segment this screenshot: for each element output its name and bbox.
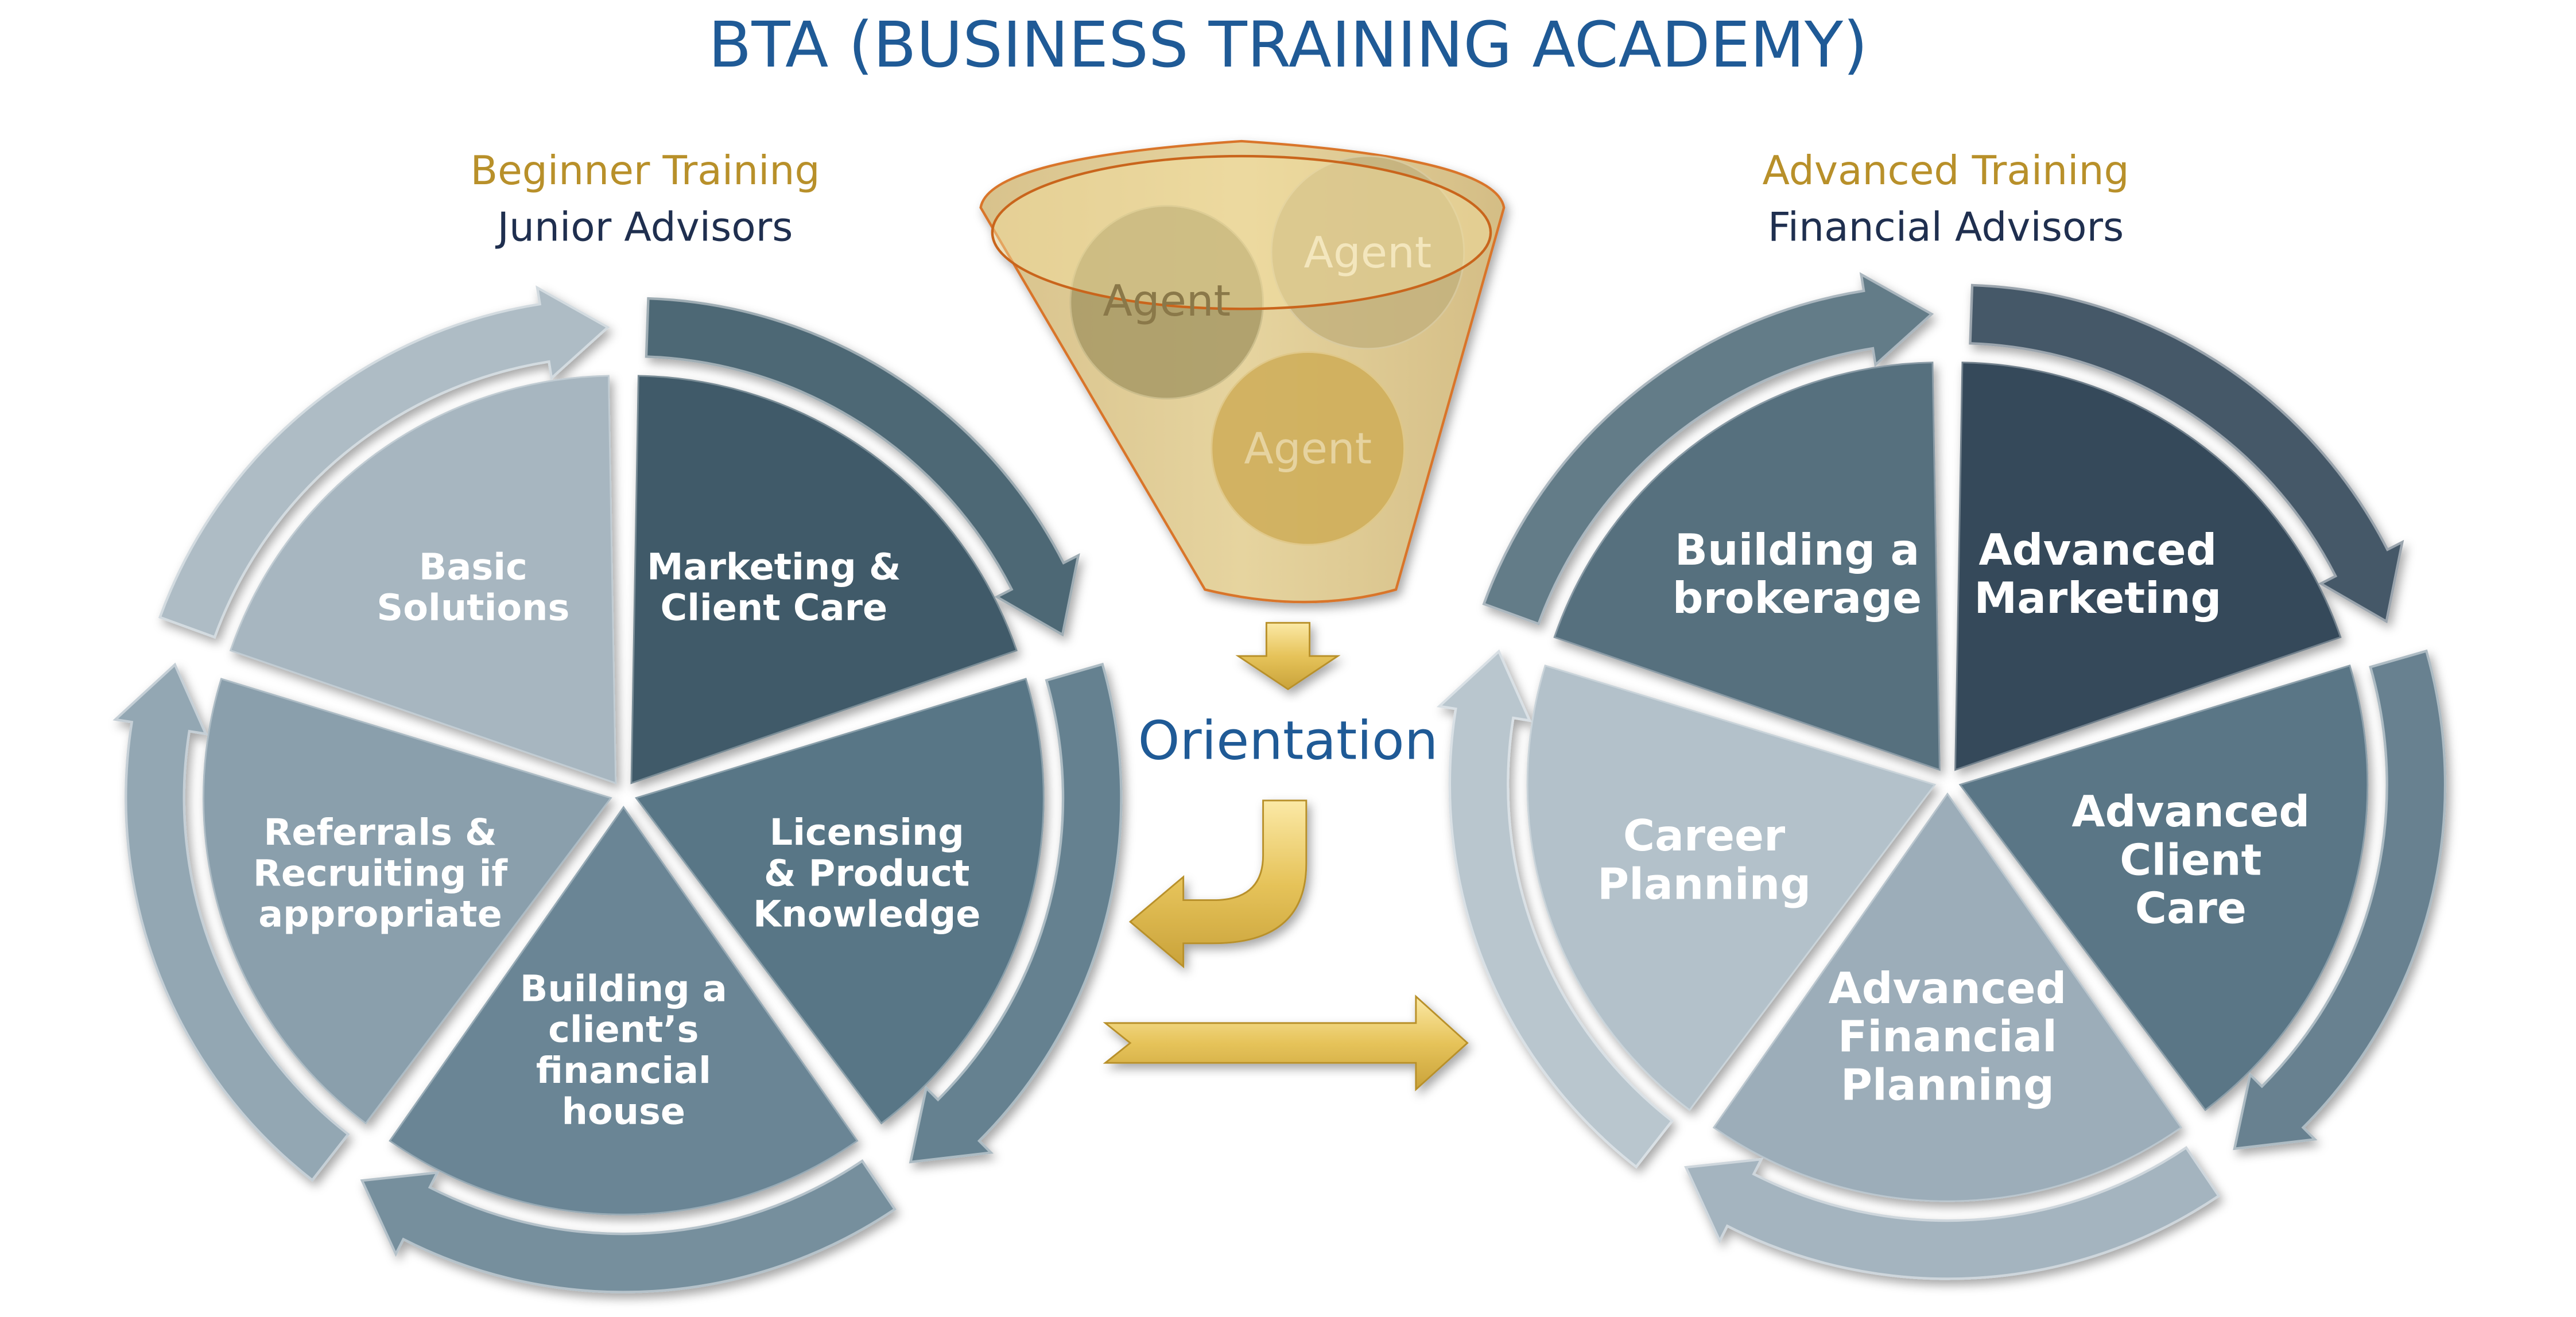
segment-arrow-icon	[1684, 1145, 2221, 1280]
segment-arrow-icon	[1969, 283, 2404, 624]
curved-arrow-to-beginner-icon	[1128, 799, 1308, 969]
segment-label-line: Solutions	[377, 587, 569, 630]
segment-arrow-icon	[2233, 649, 2447, 1151]
segment-wedge	[634, 678, 1045, 1125]
segment-label-line: Marketing &	[647, 546, 901, 588]
segment-wedge	[1954, 362, 2342, 771]
segment-label-line: Basic	[419, 546, 527, 588]
segment-label-line: Financial	[1838, 1011, 2057, 1062]
segment-arrow-icon	[1436, 649, 1674, 1169]
segment-wedge	[1712, 792, 2183, 1202]
segment-label-line: client’s	[548, 1009, 699, 1051]
right-subheading: Financial Advisors	[1768, 205, 2124, 251]
agent-label-1: Agent	[1103, 275, 1231, 326]
segment-label-line: Advanced	[1978, 525, 2217, 575]
agent-circle-3	[1211, 351, 1406, 546]
down-arrow-icon	[1235, 621, 1341, 690]
segment-wedge	[630, 375, 1018, 784]
segment-label-line: Client Care	[660, 587, 887, 630]
agent-label-3: Agent	[1244, 423, 1372, 473]
segment-label-line: Referrals &	[263, 811, 496, 854]
segment-wedge	[229, 375, 617, 784]
segment-label-line: financial	[536, 1050, 711, 1092]
segment-wedge	[1553, 362, 1941, 771]
segment-label-line: brokerage	[1673, 573, 1922, 623]
segment-wedge	[203, 678, 612, 1125]
segment-label-line: & Product	[764, 852, 970, 895]
segment-arrow-icon	[158, 285, 610, 639]
segment-label-line: Licensing	[770, 811, 964, 854]
segment-label-line: Building a	[520, 968, 727, 1010]
segment-label-line: Advanced	[2071, 786, 2310, 837]
segment-label-line: Planning	[1597, 858, 1811, 909]
page-title: BTA (BUSINESS TRAINING ACADEMY)	[708, 8, 1868, 81]
segment-arrow-icon	[909, 662, 1123, 1164]
segment-arrow-icon	[645, 297, 1080, 637]
segment-wedge	[1958, 665, 2369, 1112]
right-arrow-to-advanced-icon	[1103, 994, 1469, 1091]
agent-label-2: Agent	[1304, 227, 1432, 278]
segment-label-line: Career	[1623, 810, 1785, 861]
segment-label-line: Recruiting if	[253, 852, 509, 895]
orientation-funnel: Agent Agent Agent	[979, 139, 1506, 604]
funnel-rim	[991, 154, 1492, 310]
segment-label-line: Knowledge	[753, 893, 980, 936]
segment-label-line: Building a	[1675, 525, 1919, 575]
cycle-segment: Marketing &Client Care	[630, 297, 1080, 784]
segment-label-line: Care	[2135, 883, 2247, 934]
segment-label-line: Client	[2120, 834, 2261, 885]
segment-arrow-icon	[1482, 272, 1934, 626]
segment-label-line: appropriate	[258, 893, 502, 936]
right-heading: Advanced Training	[1763, 148, 2129, 194]
segment-label-line: Marketing	[1974, 573, 2221, 623]
left-subheading: Junior Advisors	[495, 205, 793, 251]
segment-label-line: Planning	[1841, 1060, 2054, 1110]
segment-label-line: Advanced	[1828, 963, 2066, 1013]
left-heading: Beginner Training	[470, 148, 820, 194]
segment-arrow-icon	[112, 662, 350, 1182]
segment-label-line: house	[562, 1090, 685, 1133]
segment-wedge	[389, 805, 859, 1215]
orientation-label: Orientation	[1138, 710, 1438, 772]
segment-wedge	[1526, 665, 1937, 1112]
segment-label: Marketing &Client Care	[647, 546, 901, 629]
segment-arrow-icon	[360, 1159, 897, 1293]
